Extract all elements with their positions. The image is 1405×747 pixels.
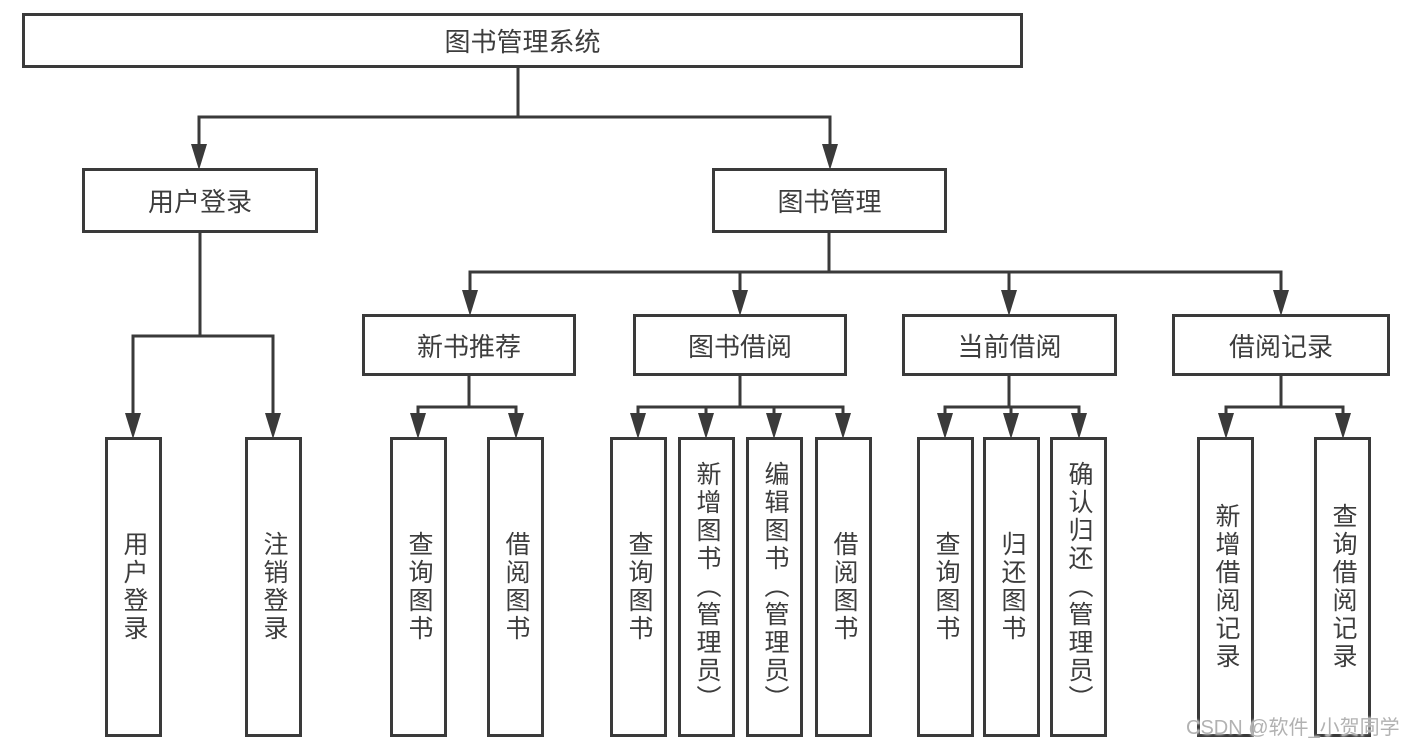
leaf-logout: 注销登录 — [245, 437, 302, 737]
leaf-records-add-borrow-record: 新增借阅记录 — [1197, 437, 1254, 737]
leaf-records-query-borrow-record-label: 查询借阅记录 — [1329, 503, 1357, 671]
leaf-borrow-add-books-admin: 新增图书（管理员） — [678, 437, 735, 737]
leaf-records-query-borrow-record: 查询借阅记录 — [1314, 437, 1371, 737]
csdn-watermark: CSDN @软件_小贺同学 — [1186, 717, 1400, 739]
leaf-user-login: 用户登录 — [105, 437, 162, 737]
leaf-logout-label: 注销登录 — [260, 531, 288, 643]
leaf-current-return-books-label: 归还图书 — [998, 531, 1026, 643]
leaf-current-confirm-return-admin-label: 确认归还（管理员） — [1065, 461, 1093, 713]
node-root-library-management-system: 图书管理系统 — [22, 13, 1023, 68]
node-current-borrowing: 当前借阅 — [902, 314, 1117, 376]
leaf-current-query-books-label: 查询图书 — [932, 531, 960, 643]
node-book-borrowing: 图书借阅 — [633, 314, 847, 376]
leaf-recommend-borrow-books-label: 借阅图书 — [502, 531, 530, 643]
leaf-borrow-add-books-admin-label: 新增图书（管理员） — [693, 461, 721, 713]
node-user-login: 用户登录 — [82, 168, 318, 233]
leaf-recommend-query-books: 查询图书 — [390, 437, 447, 737]
leaf-recommend-query-books-label: 查询图书 — [405, 531, 433, 643]
leaf-recommend-borrow-books: 借阅图书 — [487, 437, 544, 737]
leaf-borrow-query-books: 查询图书 — [610, 437, 667, 737]
leaf-borrow-query-books-label: 查询图书 — [625, 531, 653, 643]
leaf-current-query-books: 查询图书 — [917, 437, 974, 737]
leaf-current-return-books: 归还图书 — [983, 437, 1040, 737]
leaf-records-add-borrow-record-label: 新增借阅记录 — [1212, 503, 1240, 671]
leaf-borrow-edit-books-admin-label: 编辑图书（管理员） — [761, 461, 789, 713]
node-borrowing-records: 借阅记录 — [1172, 314, 1390, 376]
leaf-user-login-label: 用户登录 — [120, 531, 148, 643]
leaf-borrow-borrow-books: 借阅图书 — [815, 437, 872, 737]
leaf-borrow-borrow-books-label: 借阅图书 — [830, 531, 858, 643]
node-new-book-recommendation: 新书推荐 — [362, 314, 576, 376]
leaf-current-confirm-return-admin: 确认归还（管理员） — [1050, 437, 1107, 737]
leaf-borrow-edit-books-admin: 编辑图书（管理员） — [746, 437, 803, 737]
node-book-management: 图书管理 — [712, 168, 947, 233]
